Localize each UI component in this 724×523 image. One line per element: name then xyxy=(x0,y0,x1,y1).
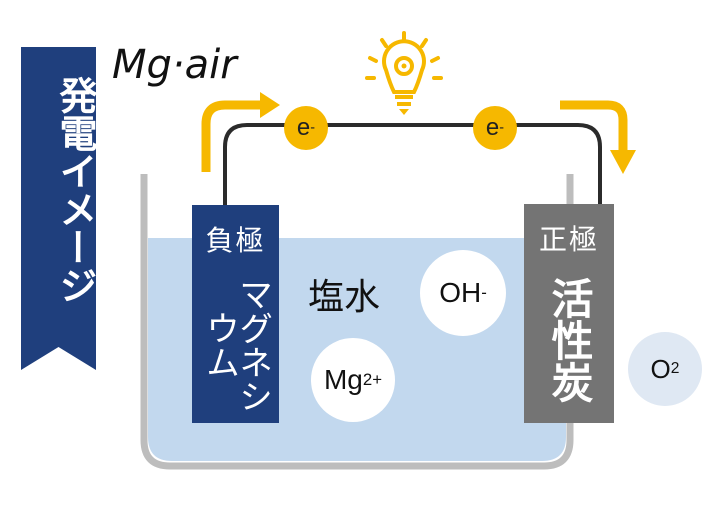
electron-charge: - xyxy=(310,120,316,136)
positive-electrode-material: 活性炭 xyxy=(545,277,594,403)
ion-charge: - xyxy=(481,283,487,302)
left-current-arrow xyxy=(201,100,262,172)
lightbulb-icon xyxy=(365,31,443,115)
ion-symbol: O xyxy=(650,353,671,384)
electron-marker-right: e- xyxy=(473,106,517,150)
negative-electrode-material: マグネシウム xyxy=(199,277,273,413)
ion-symbol: Mg xyxy=(323,364,363,395)
electron-charge: - xyxy=(499,120,505,136)
container-outline xyxy=(140,174,574,470)
external-wire xyxy=(223,123,602,206)
right-current-arrow xyxy=(560,100,628,152)
positive-electrode-label: 正極 xyxy=(538,223,599,256)
electrolyte-label: 塩水 xyxy=(308,277,381,318)
electron-symbol: e xyxy=(296,114,311,141)
ion-symbol: OH xyxy=(439,277,482,308)
hydroxide-ion: OH- xyxy=(420,250,506,336)
banner-title: 発電イメージ xyxy=(53,76,97,304)
logo-text: Mg·air xyxy=(112,42,237,88)
electron-marker-left: e- xyxy=(284,106,328,150)
right-arrow-head xyxy=(610,150,636,174)
negative-electrode-label: 負極 xyxy=(205,224,266,257)
banner-ribbon xyxy=(21,47,96,370)
negative-electrode: 負極 マグネシウム xyxy=(192,205,279,423)
ion-charge: 2+ xyxy=(362,370,383,389)
ion-subscript: 2 xyxy=(670,360,680,377)
left-arrow-head xyxy=(260,92,280,118)
positive-electrode: 正極 活性炭 xyxy=(524,204,614,423)
electron-symbol: e xyxy=(485,114,500,141)
